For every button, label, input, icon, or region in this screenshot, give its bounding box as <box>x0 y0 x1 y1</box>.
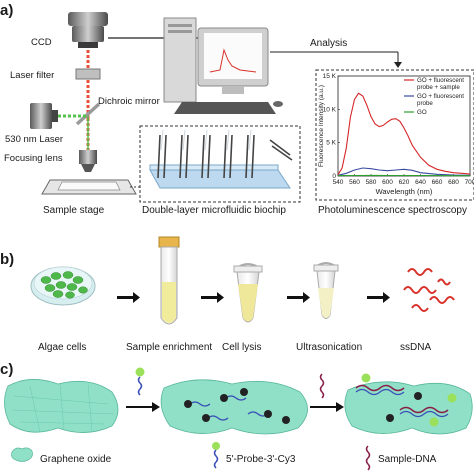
hybridized-dna <box>355 373 457 427</box>
x-tick-label: 600 <box>382 179 393 186</box>
legend-label-0: probe + sample <box>417 84 460 91</box>
sample-stage-label: Sample stage <box>43 205 105 216</box>
legend-probe-dye <box>212 442 220 450</box>
sample-dna-above-arrow <box>319 373 325 399</box>
focusing-lens-label: Focusing lens <box>4 153 63 164</box>
legend-probe-label: 5'-Probe-3'-Cy3 <box>226 454 296 465</box>
laser-label: 530 nm Laser <box>5 134 63 145</box>
step-ultrasonication-label: Ultrasonication <box>296 342 362 353</box>
lysis-tube <box>233 263 263 323</box>
biochip-frame <box>139 125 301 203</box>
panel-c-letter: c) <box>0 361 13 378</box>
analysis-arrowhead <box>394 62 402 68</box>
x-tick-label: 700 <box>465 179 474 186</box>
reaction-arrow-2 <box>310 406 336 408</box>
legend-label-2: GO <box>417 109 427 116</box>
legend-label-1: probe <box>417 100 433 107</box>
x-tick-label: 640 <box>415 179 426 186</box>
dichroic-mirror <box>75 102 101 126</box>
laser-filter <box>75 68 101 80</box>
x-tick-label: 540 <box>333 179 344 186</box>
pl-spectrum-chart: 540 560 580 600 620 640 660 680 700 0 5 K 10 K 15 K W… <box>318 73 474 196</box>
legend-label-0: GO + fluorescent <box>417 77 464 84</box>
step-enrichment-label: Sample enrichment <box>126 342 212 353</box>
step-ssdna-label: ssDNA <box>400 342 431 353</box>
enrichment-tube <box>158 236 180 325</box>
reaction-arrow-1 <box>126 406 152 408</box>
graphene-sheet-1 <box>4 379 119 433</box>
legend-graphene-label: Graphene oxide <box>40 454 112 465</box>
x-tick-label: 680 <box>448 179 459 186</box>
reaction-arrow-2-head <box>336 402 344 412</box>
ssdna-strands <box>403 268 455 312</box>
pl-spectrum-frame <box>315 69 474 201</box>
legend-sample-label: Sample-DNA <box>378 454 437 465</box>
x-tick-label: 560 <box>349 179 360 186</box>
x-tick-label: 580 <box>366 179 377 186</box>
process-arrows <box>117 292 390 303</box>
step-algae-label: Algae cells <box>38 342 86 353</box>
quenched-dyes <box>184 388 290 424</box>
graphene-sheet-2 <box>160 379 308 435</box>
sample-stage <box>41 179 137 195</box>
laser-filter-label: Laser filter <box>10 70 54 81</box>
legend-graphene-swatch <box>11 447 33 462</box>
reaction-arrow-1-head <box>152 402 160 412</box>
x-tick-label: 620 <box>399 179 410 186</box>
probe-above-arrow <box>135 367 145 396</box>
ccd-label: CCD <box>31 37 52 48</box>
panel-a-letter: a) <box>0 2 13 19</box>
legend-label-1: GO + fluorescent <box>417 93 464 100</box>
x-axis-label: Wavelength (nm) <box>376 187 433 196</box>
computer <box>163 17 283 114</box>
microfluidic-biochip <box>149 129 293 189</box>
y-tick-label: 10 K <box>323 106 337 113</box>
legend-probe-strand <box>213 449 219 469</box>
ccd-camera <box>68 12 108 48</box>
legend-sample-strand <box>365 445 371 471</box>
laser-source <box>30 103 58 129</box>
graphene-sheet-1-mesh <box>11 383 115 433</box>
pl-title: Photoluminescence spectroscopy <box>318 205 467 216</box>
y-tick-label: 15 K <box>323 73 337 80</box>
focusing-lens <box>79 150 97 172</box>
analysis-label: Analysis <box>310 38 347 49</box>
y-tick-label: 5 K <box>326 140 336 147</box>
y-tick-label: 0 <box>332 173 336 180</box>
biochip-label: Double-layer microfluidic biochip <box>142 205 286 216</box>
petri-dish <box>30 266 96 306</box>
dichroic-mirror-label: Dichroic mirror <box>98 96 160 107</box>
x-tick-label: 660 <box>432 179 443 186</box>
ultrasonication-tube <box>313 262 339 319</box>
step-lysis-label: Cell lysis <box>222 342 261 353</box>
series-line-0 <box>337 92 471 175</box>
y-axis-label: Fluorescence Intensity (a.u.) <box>318 85 325 167</box>
panel-b-letter: b) <box>0 251 14 268</box>
series-line-1 <box>337 167 471 176</box>
